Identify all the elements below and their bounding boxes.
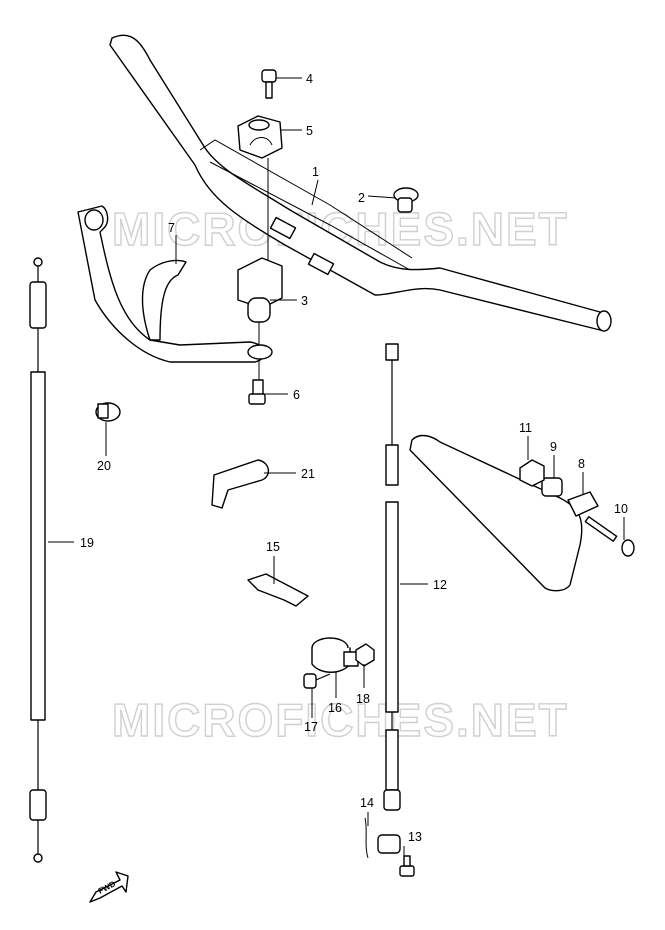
watermark-bottom: MICROFICHES.NET	[112, 694, 569, 746]
label-21: 21	[301, 467, 315, 481]
fwd-arrow: FWD	[89, 871, 129, 903]
label-8: 8	[578, 457, 585, 471]
lower-bolt	[248, 379, 266, 405]
throttle-cable	[377, 343, 401, 854]
label-2: 2	[358, 191, 365, 205]
label-14: 14	[360, 796, 374, 810]
knurl-left	[269, 216, 297, 240]
brace	[77, 205, 273, 363]
label-12: 12	[433, 578, 447, 592]
crossbar-lower	[209, 161, 411, 271]
lower-holder	[237, 257, 283, 323]
leader-lines	[48, 77, 625, 858]
part-labels: 1 2 3 4 5 6 7 8 9 10 11 12 13 14 15 16 1…	[80, 72, 628, 844]
bracket-21	[211, 459, 269, 509]
label-17: 17	[304, 720, 318, 734]
guard	[409, 434, 599, 592]
label-15: 15	[266, 540, 280, 554]
handlebar	[109, 34, 612, 332]
nut	[519, 459, 545, 487]
bar-cap	[393, 187, 419, 213]
spacer	[541, 477, 563, 497]
handlebar-tube	[109, 34, 610, 331]
label-16: 16	[328, 701, 342, 715]
label-11: 11	[519, 421, 532, 435]
label-5: 5	[306, 124, 313, 138]
knurl-right	[307, 252, 335, 276]
label-7: 7	[168, 221, 175, 235]
upper-holder	[237, 115, 283, 159]
label-20: 20	[97, 459, 111, 473]
clutch-cable	[29, 257, 47, 863]
label-1: 1	[312, 165, 319, 179]
label-6: 6	[293, 388, 300, 402]
guard-bolt	[584, 516, 635, 557]
pin	[364, 817, 369, 859]
label-10: 10	[614, 502, 628, 516]
label-18: 18	[356, 692, 370, 706]
bracket-15	[247, 573, 309, 607]
label-3: 3	[301, 294, 308, 308]
screw-13	[399, 855, 415, 877]
handlebar-end	[596, 310, 612, 332]
label-9: 9	[550, 440, 557, 454]
screw-17	[303, 673, 331, 689]
label-13: 13	[408, 830, 422, 844]
crossbar	[199, 139, 413, 259]
clip-20	[95, 402, 121, 422]
label-4: 4	[306, 72, 313, 86]
label-19: 19	[80, 536, 94, 550]
holder-bolt	[261, 69, 277, 99]
clamp	[311, 637, 359, 673]
nut-18	[355, 643, 375, 667]
